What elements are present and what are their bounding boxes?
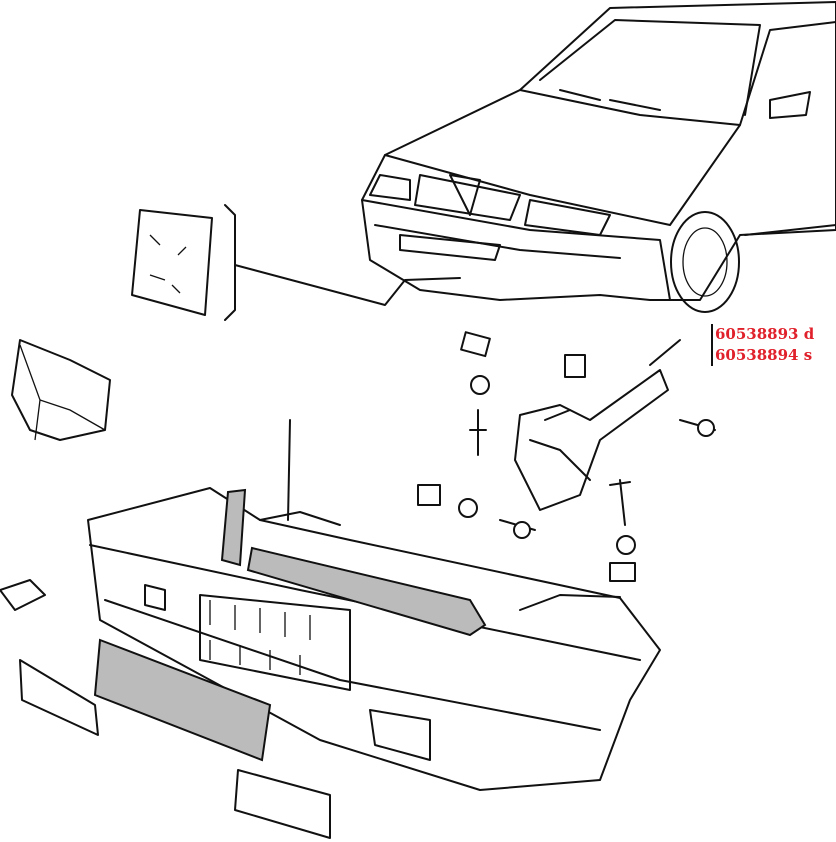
fastener-inset xyxy=(131,204,461,321)
part-label-left: 60538894 s xyxy=(715,345,814,366)
part-side: s xyxy=(803,346,813,364)
part-number: 60538894 xyxy=(715,346,799,364)
fog-lamp-cover-left xyxy=(19,659,99,736)
mounting-bracket xyxy=(514,339,681,511)
fasteners xyxy=(417,331,716,582)
foam-strip-vertical xyxy=(220,488,247,567)
fog-lamp-cover-right xyxy=(234,769,331,839)
part-number-labels: 60538893 d 60538894 s xyxy=(711,324,814,366)
clip-left xyxy=(0,579,46,611)
foam-strip xyxy=(246,546,487,637)
car-illustration xyxy=(361,1,836,313)
lower-grille xyxy=(93,638,272,762)
part-number: 60538893 xyxy=(715,325,799,343)
part-side: d xyxy=(803,325,815,343)
part-label-right: 60538893 d xyxy=(715,324,814,345)
left-bracket xyxy=(11,339,111,441)
bumper xyxy=(87,487,661,791)
